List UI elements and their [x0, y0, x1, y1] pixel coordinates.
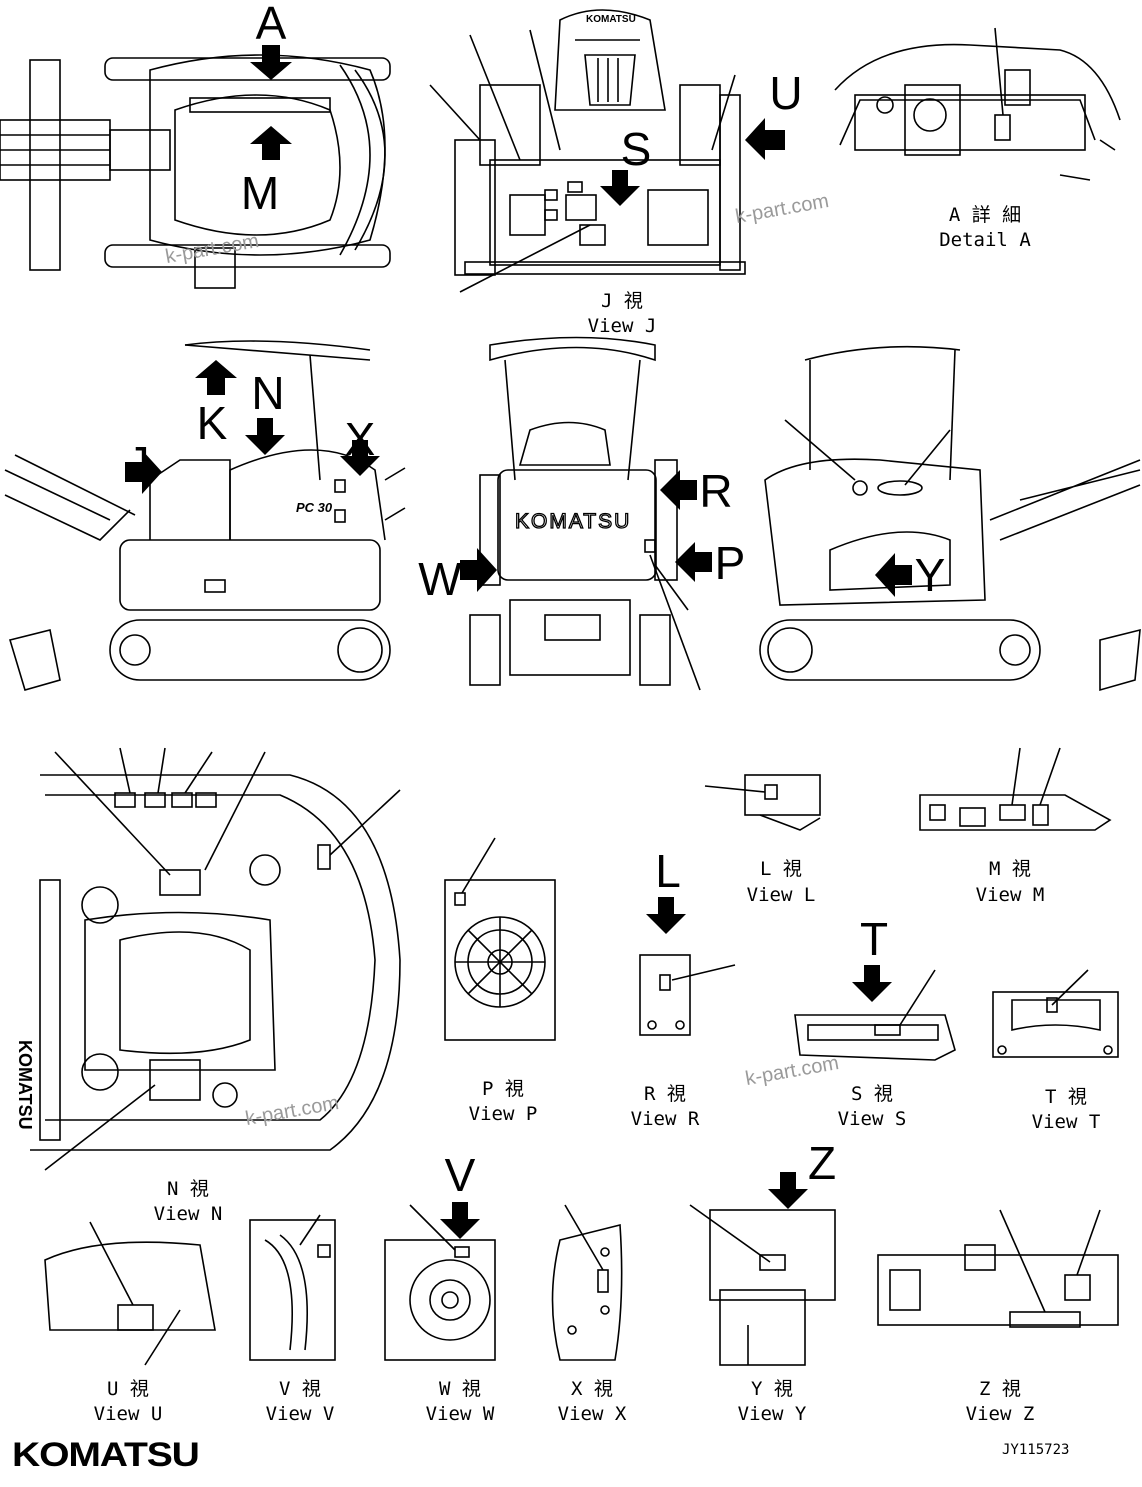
- letter-n: N: [251, 367, 285, 419]
- caption-view-j-jp: J 視: [601, 290, 643, 312]
- letter-a: A: [255, 0, 287, 49]
- caption-view-j-en: View J: [587, 315, 657, 337]
- view-l-drawing: [704, 774, 821, 831]
- letter-x: X: [344, 413, 376, 465]
- view-p-drawing: [444, 837, 556, 1041]
- arrow-n: [245, 418, 285, 455]
- caption-view-r-jp: R 視: [644, 1083, 686, 1105]
- top-view-drawing: [0, 54, 391, 289]
- view-u-drawing: [44, 1221, 216, 1366]
- caption-view-l-jp: L 視: [760, 858, 802, 880]
- letter-m: M: [240, 167, 280, 219]
- caption-view-t-jp: T 視: [1045, 1086, 1087, 1108]
- letter-r: R: [699, 465, 733, 517]
- caption-view-p-jp: P 視: [482, 1078, 524, 1100]
- view-j-drawing: [429, 9, 746, 293]
- arrow-u: [745, 118, 785, 160]
- caption-view-u-jp: U 視: [107, 1378, 149, 1400]
- arrow-a: [250, 45, 292, 80]
- arrow-x: [340, 440, 380, 476]
- letter-k: K: [196, 397, 228, 449]
- caption-view-u-en: View U: [93, 1403, 163, 1425]
- letter-p: P: [714, 537, 746, 589]
- caption-view-v-jp: V 視: [279, 1378, 321, 1400]
- arrow-w: [460, 548, 497, 592]
- model-badge: PC 30: [296, 500, 333, 515]
- caption-view-t-en: View T: [1031, 1111, 1101, 1133]
- view-arrows: [125, 45, 912, 1239]
- view-w-drawing: [384, 1204, 496, 1361]
- arrow-v: [440, 1202, 480, 1239]
- view-y-drawing: [689, 1204, 836, 1366]
- arrow-s: [600, 170, 640, 206]
- view-r-drawing: [639, 954, 736, 1036]
- caption-view-x-jp: X 視: [571, 1378, 613, 1400]
- caption-view-v-en: View V: [265, 1403, 335, 1425]
- caption-view-l-en: View L: [746, 884, 816, 906]
- letter-s: S: [620, 123, 652, 175]
- letter-v: V: [444, 1149, 476, 1201]
- letter-y: Y: [914, 549, 946, 601]
- caption-detail-a-en: Detail A: [939, 229, 1031, 251]
- letter-l: L: [655, 845, 681, 897]
- view-m-drawing: [919, 747, 1112, 831]
- caption-view-y-jp: Y 視: [751, 1378, 793, 1400]
- caption-view-m-en: View M: [975, 884, 1045, 906]
- letter-j: J: [126, 437, 150, 489]
- caption-view-r-en: View R: [630, 1108, 700, 1130]
- caption-view-s-en: View S: [837, 1108, 907, 1130]
- arrow-y: [875, 553, 912, 597]
- caption-view-p-en: View P: [468, 1103, 538, 1125]
- view-t-drawing: [992, 969, 1119, 1058]
- letter-z: Z: [807, 1137, 837, 1189]
- arrow-z: [768, 1172, 808, 1209]
- caption-view-w-jp: W 視: [439, 1378, 481, 1400]
- caption-view-z-jp: Z 視: [979, 1378, 1021, 1400]
- left-side-view-drawing: [4, 340, 406, 691]
- rear-komatsu-logo: KOMATSU: [514, 509, 632, 533]
- rear-view-drawing: [469, 336, 701, 691]
- arrow-r: [660, 470, 697, 510]
- seat-komatsu-logo: KOMATSU: [586, 14, 636, 25]
- caption-view-m-jp: M 視: [989, 858, 1031, 880]
- view-x-drawing: [551, 1204, 623, 1361]
- letter-t: T: [859, 913, 889, 965]
- view-v-drawing: [249, 1214, 336, 1361]
- caption-detail-a-jp: A 詳 細: [948, 204, 1022, 226]
- arrow-t: [852, 965, 892, 1002]
- caption-view-y-en: View Y: [737, 1403, 807, 1425]
- side-komatsu-logo: KOMATSU: [15, 1040, 35, 1130]
- caption-view-s-jp: S 視: [851, 1083, 893, 1105]
- caption-view-n-en: View N: [153, 1203, 223, 1225]
- caption-view-z-en: View Z: [965, 1403, 1035, 1425]
- view-n-drawing: [30, 747, 401, 1171]
- view-s-drawing: [794, 969, 956, 1061]
- arrow-m: [250, 126, 292, 160]
- letter-w: W: [418, 553, 462, 605]
- arrow-j: [125, 450, 162, 494]
- caption-view-n-jp: N 視: [167, 1178, 209, 1200]
- arrow-l: [646, 897, 686, 934]
- right-side-view-drawing: [759, 345, 1141, 692]
- detail-a-drawing: [834, 27, 1121, 181]
- letter-u: U: [769, 67, 803, 119]
- arrow-p: [675, 542, 712, 582]
- komatsu-logo: KOMATSU: [12, 1436, 200, 1474]
- caption-view-w-en: View W: [425, 1403, 495, 1425]
- view-z-drawing: [877, 1209, 1119, 1328]
- drawing-code: JY115723: [1002, 1442, 1070, 1458]
- caption-view-x-en: View X: [557, 1403, 627, 1425]
- arrow-k: [195, 360, 237, 395]
